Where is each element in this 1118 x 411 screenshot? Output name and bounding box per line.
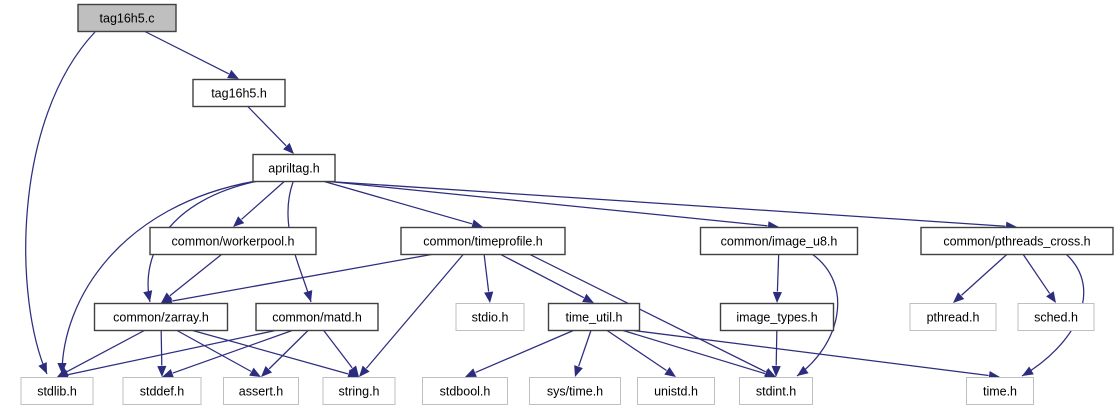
graph-node-matd-h[interactable]: common/matd.h [255, 302, 379, 332]
graph-node-tag16h5-h[interactable]: tag16h5.h [192, 78, 286, 108]
graph-node-label: tag16h5.c [100, 11, 155, 25]
edge-apriltag_h-to-workerpool_h [233, 181, 285, 227]
edge-apriltag_h-to-pthreads_cross_h [328, 180, 1017, 231]
graph-node-apriltag-h[interactable]: apriltag.h [252, 153, 336, 183]
graph-node-label: common/timeprofile.h [423, 234, 543, 248]
edge-time_util_h-to-stdbool_h [465, 329, 574, 377]
graph-node-label: time.h [983, 384, 1017, 398]
graph-node-label: tag16h5.h [211, 86, 267, 100]
graph-node-label: stdint.h [756, 384, 796, 398]
edge-image_u8_h-to-stdint_h [796, 253, 839, 377]
node-layer: tag16h5.c tag16h5.h apriltag.h common/worke… [20, 3, 1114, 405]
graph-node-stdint-h[interactable]: stdint.h [739, 377, 813, 405]
graph-node-time-h[interactable]: time.h [966, 377, 1034, 405]
graph-node-stdbool-h[interactable]: stdbool.h [422, 377, 508, 405]
graph-node-label: stdio.h [472, 310, 509, 324]
graph-node-stddef-h[interactable]: stddef.h [122, 377, 202, 405]
edge-matd_h-to-stddef_h [162, 329, 293, 378]
edge-image_types_h-to-stdint_h [771, 330, 781, 377]
edge-timeprofile_h-to-string_h [359, 254, 464, 377]
edge-matd_h-to-stdlib_h [57, 329, 276, 380]
graph-node-label: time_util.h [566, 310, 623, 324]
edge-zarray_h-to-stdlib_h [57, 329, 145, 377]
edge-time_util_h-to-stdint_h [622, 329, 776, 379]
graph-node-label: sched.h [1034, 310, 1078, 324]
graph-node-pthreads-cross-h[interactable]: common/pthreads_cross.h [920, 226, 1114, 256]
graph-node-label: common/workerpool.h [172, 234, 295, 248]
edge-time_util_h-to-sys_time_h [574, 330, 592, 377]
edge-timeprofile_h-to-zarray_h [161, 253, 432, 306]
edge-zarray_h-to-string_h [192, 329, 359, 379]
graph-node-image-types-h[interactable]: image_types.h [719, 302, 835, 332]
graph-node-unistd-h[interactable]: unistd.h [637, 377, 715, 405]
edge-workerpool_h-to-zarray_h [161, 254, 222, 303]
graph-node-label: assert.h [239, 384, 284, 398]
graph-node-tag16h5-c[interactable]: tag16h5.c [77, 3, 177, 33]
graph-node-timeprofile-h[interactable]: common/timeprofile.h [400, 226, 566, 256]
edge-zarray_h-to-stddef_h [157, 330, 167, 377]
edge-apriltag_h-to-timeprofile_h [324, 180, 483, 229]
graph-node-pthread-h[interactable]: pthread.h [909, 303, 997, 331]
edge-apriltag_h-to-image_u8_h [328, 180, 779, 231]
edge-pthreads_cross_h-to-sched_h [1022, 254, 1056, 303]
edge-timeprofile_h-to-time_util_h [500, 253, 594, 303]
edge-apriltag_h-to-stdlib_h [57, 180, 257, 375]
graph-node-label: common/pthreads_cross.h [943, 234, 1090, 248]
edge-tag16h5_c-to-stdlib_h [25, 31, 96, 375]
graph-node-workerpool-h[interactable]: common/workerpool.h [149, 226, 317, 256]
graph-node-label: stdlib.h [37, 384, 77, 398]
graph-node-stdio-h[interactable]: stdio.h [455, 303, 525, 331]
graph-node-label: unistd.h [654, 384, 698, 398]
graph-node-time-util-h[interactable]: time_util.h [547, 302, 641, 332]
edge-tag16h5_c-to-tag16h5_h [144, 30, 239, 79]
graph-node-label: stddef.h [140, 384, 185, 398]
graph-node-zarray-h[interactable]: common/zarray.h [93, 302, 229, 332]
graph-node-string-h[interactable]: string.h [322, 377, 396, 405]
graph-node-label: apriltag.h [268, 161, 319, 175]
graph-node-label: common/image_u8.h [721, 234, 838, 248]
edge-tag16h5_h-to-apriltag_h [247, 106, 294, 154]
graph-node-stdlib-h[interactable]: stdlib.h [20, 377, 94, 405]
edge-time_util_h-to-unistd_h [606, 329, 676, 377]
graph-node-label: pthread.h [927, 310, 980, 324]
graph-node-sched-h[interactable]: sched.h [1017, 303, 1095, 331]
graph-node-label: string.h [339, 384, 380, 398]
graph-node-label: common/zarray.h [113, 310, 209, 324]
edge-image_u8_h-to-image_types_h [772, 254, 782, 303]
edge-matd_h-to-string_h [323, 330, 359, 377]
graph-node-label: sys/time.h [547, 384, 603, 398]
graph-node-sys-time-h[interactable]: sys/time.h [529, 377, 621, 405]
graph-node-assert-h[interactable]: assert.h [223, 377, 299, 405]
edge-pthreads_cross_h-to-pthread_h [953, 254, 1008, 303]
graph-node-label: stdbool.h [440, 384, 491, 398]
edge-time_util_h-to-time_h [633, 329, 1000, 381]
graph-node-image-u8-h[interactable]: common/image_u8.h [699, 226, 859, 256]
graph-node-label: image_types.h [736, 310, 817, 324]
edge-timeprofile_h-to-stdio_h [483, 254, 494, 303]
edge-zarray_h-to-assert_h [176, 329, 261, 377]
graph-node-label: common/matd.h [272, 310, 362, 324]
edge-matd_h-to-assert_h [261, 330, 309, 377]
